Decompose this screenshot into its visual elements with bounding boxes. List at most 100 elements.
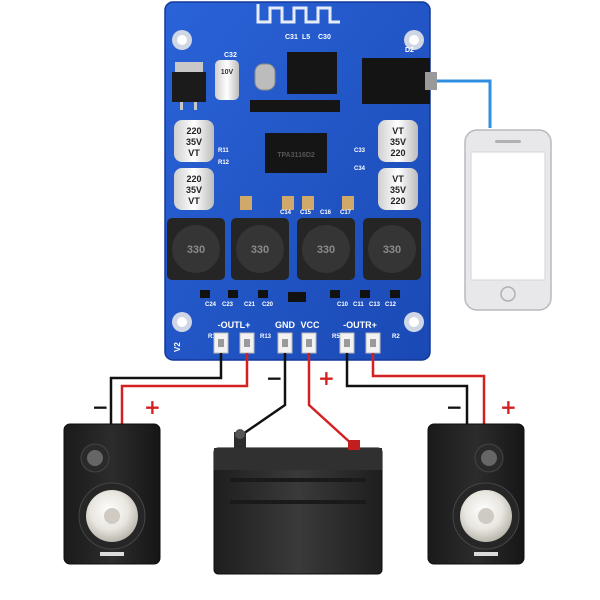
label-r13: R13 — [260, 334, 272, 340]
cap-voltage: 35V — [186, 137, 202, 147]
capacitor-top-left: 220 35V VT — [174, 120, 214, 162]
crystal — [254, 63, 276, 91]
label-c14: C14 — [280, 210, 292, 216]
label-c15: C15 — [300, 210, 312, 216]
label-c30: C30 — [318, 34, 331, 41]
amplifier-chip — [265, 133, 327, 173]
smd-part — [200, 290, 210, 298]
terminal-vcc — [301, 332, 317, 354]
label-c21: C21 — [244, 302, 256, 308]
sign-left-minus: − — [92, 395, 109, 419]
small-cap-value: 10V — [221, 69, 234, 76]
label-c13: C13 — [369, 302, 381, 308]
cap-series: VT — [392, 174, 404, 184]
voltage-regulator — [172, 62, 206, 110]
label-c17: C17 — [340, 210, 352, 216]
cap-value: 220 — [390, 196, 405, 206]
smd-part — [390, 290, 400, 298]
capacitor-bottom-left: 220 35V VT — [174, 168, 214, 210]
cap-voltage: 35V — [390, 137, 406, 147]
label-r12: R12 — [218, 160, 230, 166]
label-c16: C16 — [320, 210, 332, 216]
cap-series: VT — [392, 126, 404, 136]
sign-left-plus: + — [144, 395, 161, 419]
label-r5: R5 — [332, 334, 340, 340]
mounting-hole-icon — [404, 30, 424, 50]
inductor-4: 330 — [363, 218, 421, 280]
label-l5: L5 — [302, 34, 310, 41]
smd-row — [250, 100, 340, 112]
label-r2: R2 — [392, 334, 400, 340]
cap-value: 220 — [186, 174, 201, 184]
board-version: V2 — [173, 342, 182, 352]
inductor-value: 330 — [383, 244, 401, 256]
terminal-outl-minus — [213, 332, 229, 354]
cap-voltage: 35V — [390, 185, 406, 195]
sign-right-minus: − — [446, 395, 463, 419]
cap-voltage: 35V — [186, 185, 202, 195]
label-c10: C10 — [337, 302, 349, 308]
studio-monitor-speaker-icon — [427, 423, 525, 565]
inductor-value: 330 — [187, 244, 205, 256]
wire-right-minus — [345, 353, 469, 428]
label-c34: C34 — [354, 166, 366, 172]
terminal-label-vcc: VCC — [300, 320, 320, 330]
label-d2: D2 — [405, 47, 414, 54]
terminal-label-gnd: GND — [275, 320, 296, 330]
smd-cap — [282, 196, 294, 210]
smd-cap — [342, 196, 354, 210]
mounting-hole-icon — [172, 30, 192, 50]
label-c33: C33 — [354, 148, 366, 154]
chip-model: TPA3116D2 — [277, 152, 315, 159]
smd-part — [360, 290, 370, 298]
terminal-outr-plus — [365, 332, 381, 354]
sign-battery-plus: + — [318, 366, 335, 390]
smd-part — [288, 292, 306, 302]
mounting-hole-icon — [172, 312, 192, 332]
sign-battery-minus: − — [266, 366, 283, 390]
studio-monitor-speaker-icon — [63, 423, 161, 565]
inductor-value: 330 — [317, 244, 335, 256]
label-c11: C11 — [353, 302, 364, 308]
smd-part — [330, 290, 340, 298]
smartphone-icon — [464, 129, 552, 311]
audio-cable — [437, 79, 492, 128]
inductor-1: 330 — [167, 218, 225, 280]
wire-battery-plus — [307, 353, 355, 447]
terminal-label-outl: -OUTL+ — [218, 320, 251, 330]
smd-cap — [302, 196, 314, 210]
wire-battery-minus — [239, 353, 287, 438]
label-c32: C32 — [224, 52, 237, 59]
wire-right-plus — [371, 353, 486, 428]
cap-value: 220 — [390, 148, 405, 158]
cap-value: 220 — [186, 126, 201, 136]
terminal-label-outr: -OUTR+ — [343, 320, 377, 330]
wire-left-minus — [109, 353, 223, 428]
sign-right-plus: + — [500, 395, 517, 419]
inductor-3: 330 — [297, 218, 355, 280]
small-capacitor: 10V — [215, 60, 239, 100]
label-r11: R11 — [218, 148, 229, 154]
label-c20: C20 — [262, 302, 274, 308]
label-c12: C12 — [385, 302, 397, 308]
audio-jack — [362, 58, 437, 104]
capacitor-bottom-right: VT 35V 220 — [378, 168, 418, 210]
cap-series: VT — [188, 196, 200, 206]
capacitor-top-right: VT 35V 220 — [378, 120, 418, 162]
wires — [109, 353, 486, 447]
amplifier-board: C31 L5 C30 10V C32 D2 TPA3116D2 — [164, 1, 437, 361]
pcb-antenna-icon — [256, 4, 340, 24]
smd-part — [228, 290, 238, 298]
inductor-value: 330 — [251, 244, 269, 256]
wire-left-plus — [120, 353, 249, 428]
bluetooth-chip — [287, 52, 337, 94]
smd-cap — [240, 196, 252, 210]
terminal-gnd — [277, 332, 293, 354]
label-c31: C31 — [285, 34, 298, 41]
car-battery-icon — [213, 429, 383, 575]
cap-series: VT — [188, 148, 200, 158]
label-c24: C24 — [205, 302, 217, 308]
mounting-hole-icon — [404, 312, 424, 332]
inductor-2: 330 — [231, 218, 289, 280]
smd-part — [258, 290, 268, 298]
